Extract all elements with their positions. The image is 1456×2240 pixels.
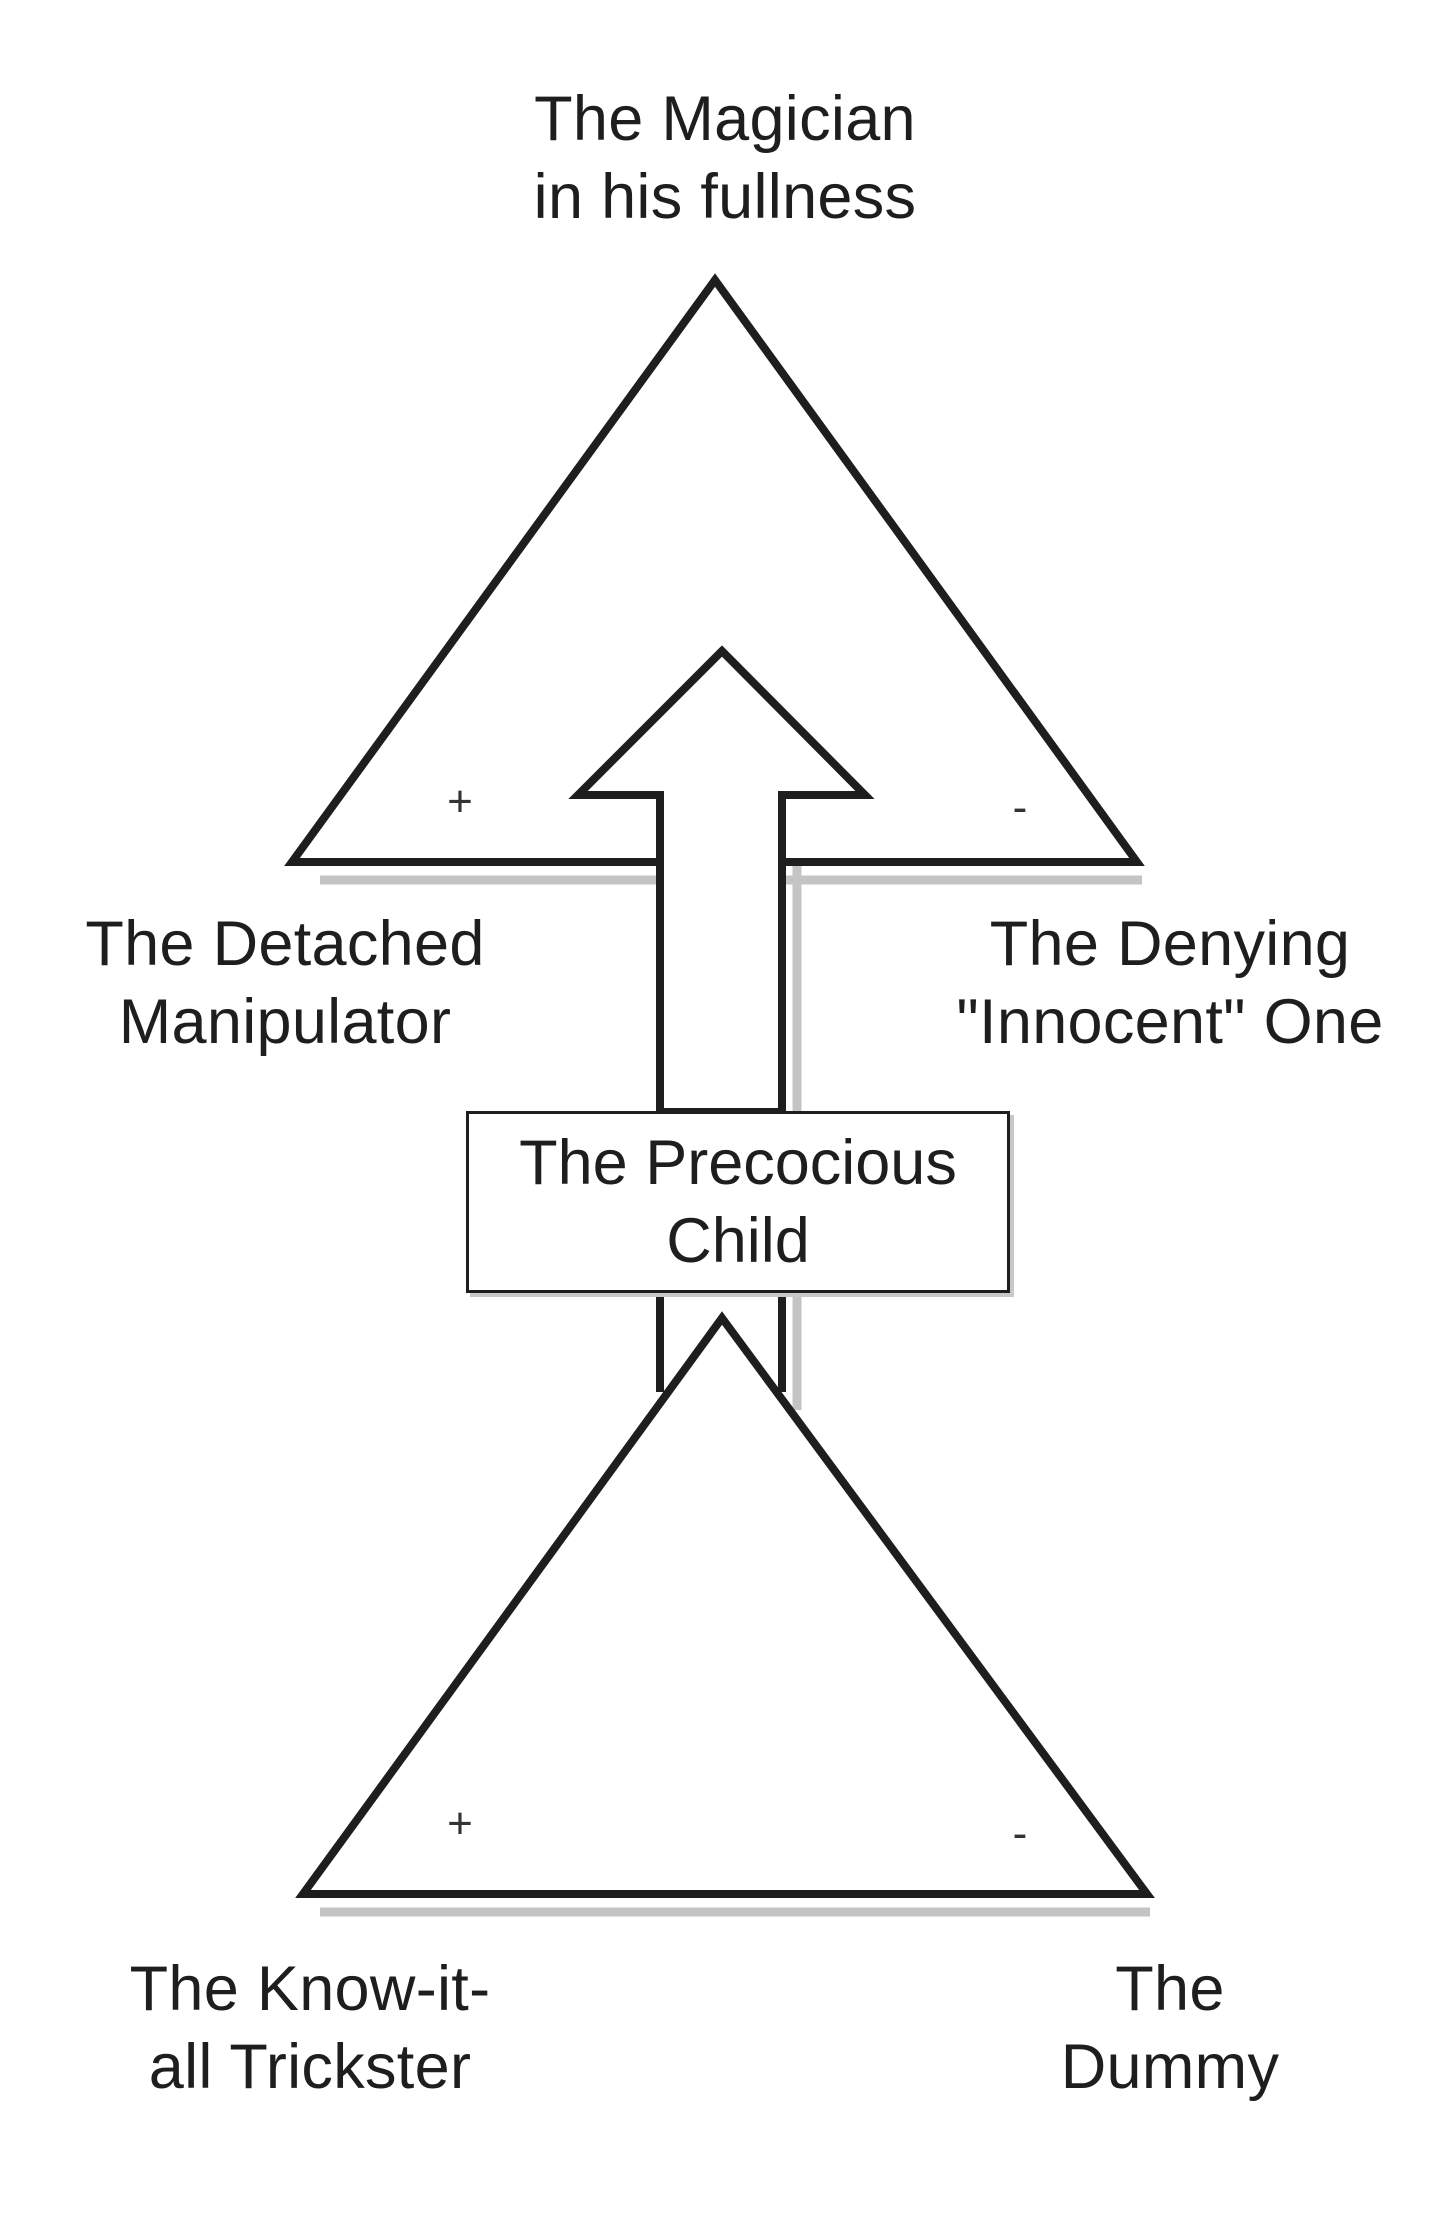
denying-innocent-label: The Denying "Innocent" One xyxy=(910,905,1430,1061)
know-it-all-trickster-line1: The Know-it- xyxy=(129,1954,491,2024)
upper-plus-sign: + xyxy=(447,777,473,826)
precocious-child-line2: Child xyxy=(666,1206,810,1276)
denying-innocent-line1: The Denying xyxy=(989,909,1351,979)
arrow-lower-shaft xyxy=(656,1292,786,1392)
detached-manipulator-line2: Manipulator xyxy=(118,987,452,1057)
dummy-label: The Dummy xyxy=(1010,1950,1330,2106)
lower-minus-sign: - xyxy=(1012,1809,1028,1858)
lower-plus-sign: + xyxy=(447,1799,473,1848)
detached-manipulator-line1: The Detached xyxy=(85,909,485,979)
dummy-line2: Dummy xyxy=(1060,2032,1280,2102)
top-node-label: The Magician in his fullness xyxy=(485,80,965,236)
dummy-line1: The xyxy=(1115,1954,1225,2024)
know-it-all-trickster-line2: all Trickster xyxy=(148,2032,472,2102)
top-node-line2: in his fullness xyxy=(533,162,917,232)
know-it-all-trickster-label: The Know-it- all Trickster xyxy=(70,1950,550,2106)
lower-triangle xyxy=(295,1311,1155,1898)
top-node-line1: The Magician xyxy=(534,84,916,154)
precocious-child-box: The Precocious Child xyxy=(466,1111,1010,1293)
denying-innocent-line2: "Innocent" One xyxy=(956,987,1384,1057)
precocious-child-line1: The Precocious xyxy=(519,1128,957,1198)
upper-minus-sign: - xyxy=(1012,783,1028,832)
detached-manipulator-label: The Detached Manipulator xyxy=(40,905,530,1061)
